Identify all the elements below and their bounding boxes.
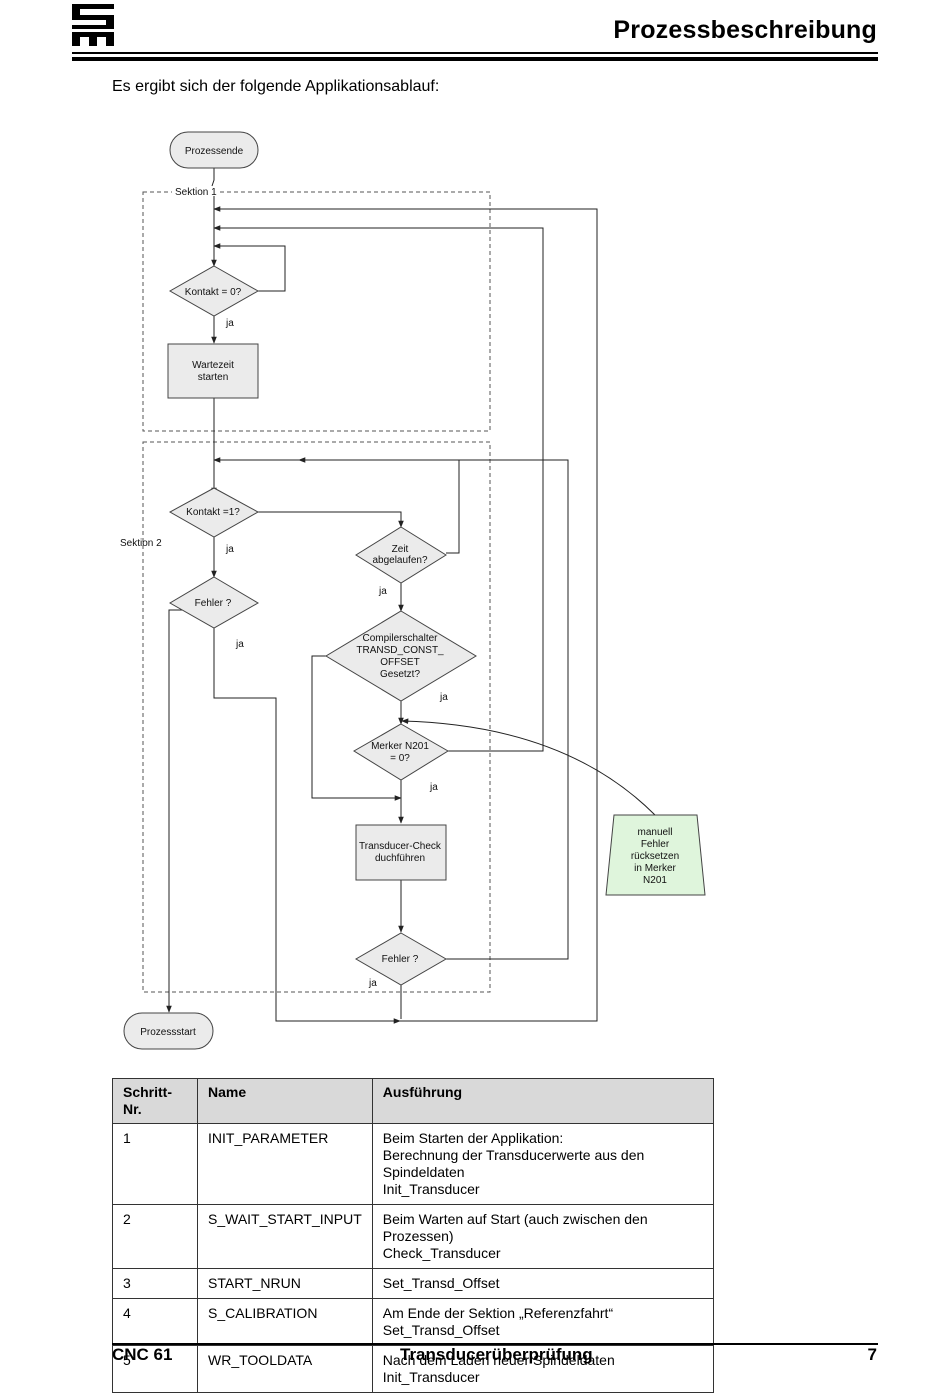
transducer-check-process [355,824,447,881]
execution-line: Set_Transd_Offset [382,1322,500,1338]
yes-label-3: ja [378,586,387,597]
decision-error-1 [169,576,259,629]
step-execution: Am Ende der Sektion „Referenzfahrt“ Set_… [371,1298,715,1346]
process-start-label: Prozessstart [140,1027,196,1038]
process-end-terminator [169,131,259,169]
execution-line: Check_Transducer [382,1245,501,1261]
flowchart: Sektion 1 Sektion 2 [120,131,706,1050]
header-rule-thick [72,57,878,61]
decision-time-elapsed [355,526,447,584]
footer-rule [112,1343,878,1345]
compiler-label-line1: Compilerschalter [362,633,438,644]
section2-box [142,441,491,993]
manual-label-line2: Fehler [641,839,670,850]
footer-section-title: Transducerüberprüfung [400,1345,593,1364]
header-execution: Ausführung [371,1078,715,1124]
steps-table: Schritt-Nr. Name Ausführung 1 INIT_PARAM… [112,1078,715,1393]
section2-label: Sektion 2 [120,538,162,549]
manual-reset-operation [605,814,706,896]
header-name: Name [197,1078,373,1124]
company-logo [72,4,114,46]
execution-line: Beim Starten der Applikation: [382,1130,564,1146]
yes-label-1: ja [225,318,234,329]
step-number: 2 [112,1204,198,1269]
footer-page-number: 7 [867,1345,877,1364]
step-number: 3 [112,1268,198,1299]
check-label-line2: duchführen [375,853,425,864]
step-name: WR_TOOLDATA [197,1345,373,1393]
decision-merker [353,723,449,781]
wait-label-line2: starten [198,372,229,383]
yes-label-4: ja [235,639,244,650]
step-name: S_WAIT_START_INPUT [197,1204,373,1269]
page-header-title: Prozessbeschreibung [613,16,877,44]
execution-line: Init_Transducer [382,1181,480,1197]
decision-contact-zero-label: Kontakt = 0? [185,287,242,298]
yes-label-7: ja [368,978,377,989]
footer-product: CNC 61 [112,1345,173,1364]
header-step-nr: Schritt-Nr. [112,1078,198,1124]
compiler-label-line4: Gesetzt? [380,669,420,680]
table-row: 3 START_NRUN Set_Transd_Offset [112,1268,715,1299]
table-row: 1 INIT_PARAMETER Beim Starten der Applik… [112,1123,715,1205]
step-name: INIT_PARAMETER [197,1123,373,1205]
decision-compiler-switch [325,610,477,702]
step-number: 1 [112,1123,198,1205]
manual-label-line5: N201 [643,875,667,886]
error-1-label: Fehler ? [195,598,232,609]
decision-contact-one [168,487,260,538]
table-row: 4 S_CALIBRATION Am Ende der Sektion „Ref… [112,1298,715,1346]
decision-contact-one-label: Kontakt =1? [186,507,240,518]
yes-label-6: ja [429,782,438,793]
execution-line: Berechnung der Transducerwerte aus den S… [382,1147,645,1180]
manual-label-line1: manuell [637,827,672,838]
table-header-row: Schritt-Nr. Name Ausführung [112,1078,715,1124]
wait-label-line1: Wartezeit [192,360,234,371]
merker-label-line2: = 0? [390,753,410,764]
step-number: 4 [112,1298,198,1346]
step-name: START_NRUN [197,1268,373,1299]
execution-line: Set_Transd_Offset [382,1275,500,1291]
decision-error-2 [355,932,447,986]
step-execution: Beim Starten der Applikation: Berechnung… [371,1123,715,1205]
section1-label: Sektion 1 [175,187,217,198]
compiler-label-line2: TRANSD_CONST_ [356,645,444,656]
start-wait-process [167,343,259,399]
yes-label-2: ja [225,544,234,555]
section1-box [142,191,491,432]
step-name: S_CALIBRATION [197,1298,373,1346]
time-label-line2: abgelaufen? [372,555,427,566]
process-end-label: Prozessende [185,146,244,157]
execution-line: Am Ende der Sektion „Referenzfahrt“ [382,1305,614,1321]
merker-label-line1: Merker N201 [371,741,429,752]
yes-label-5: ja [439,692,448,703]
table-row: 2 S_WAIT_START_INPUT Beim Warten auf Sta… [112,1204,715,1269]
check-label-line1: Transducer-Check [359,841,442,852]
intro-text: Es ergibt sich der folgende Applikations… [112,78,440,95]
manual-label-line4: in Merker [634,863,676,874]
step-execution: Set_Transd_Offset [371,1268,715,1299]
compiler-label-line3: OFFSET [380,657,419,668]
time-label-line1: Zeit [392,544,409,555]
execution-line: Beim Warten auf Start (auch zwischen den… [382,1211,648,1244]
decision-contact-zero [168,265,260,317]
step-execution: Beim Warten auf Start (auch zwischen den… [371,1204,715,1269]
header-rule-thin [72,52,878,54]
manual-label-line3: rücksetzen [631,851,679,862]
process-start-terminator [123,1012,214,1050]
error-2-label: Fehler ? [382,954,419,965]
